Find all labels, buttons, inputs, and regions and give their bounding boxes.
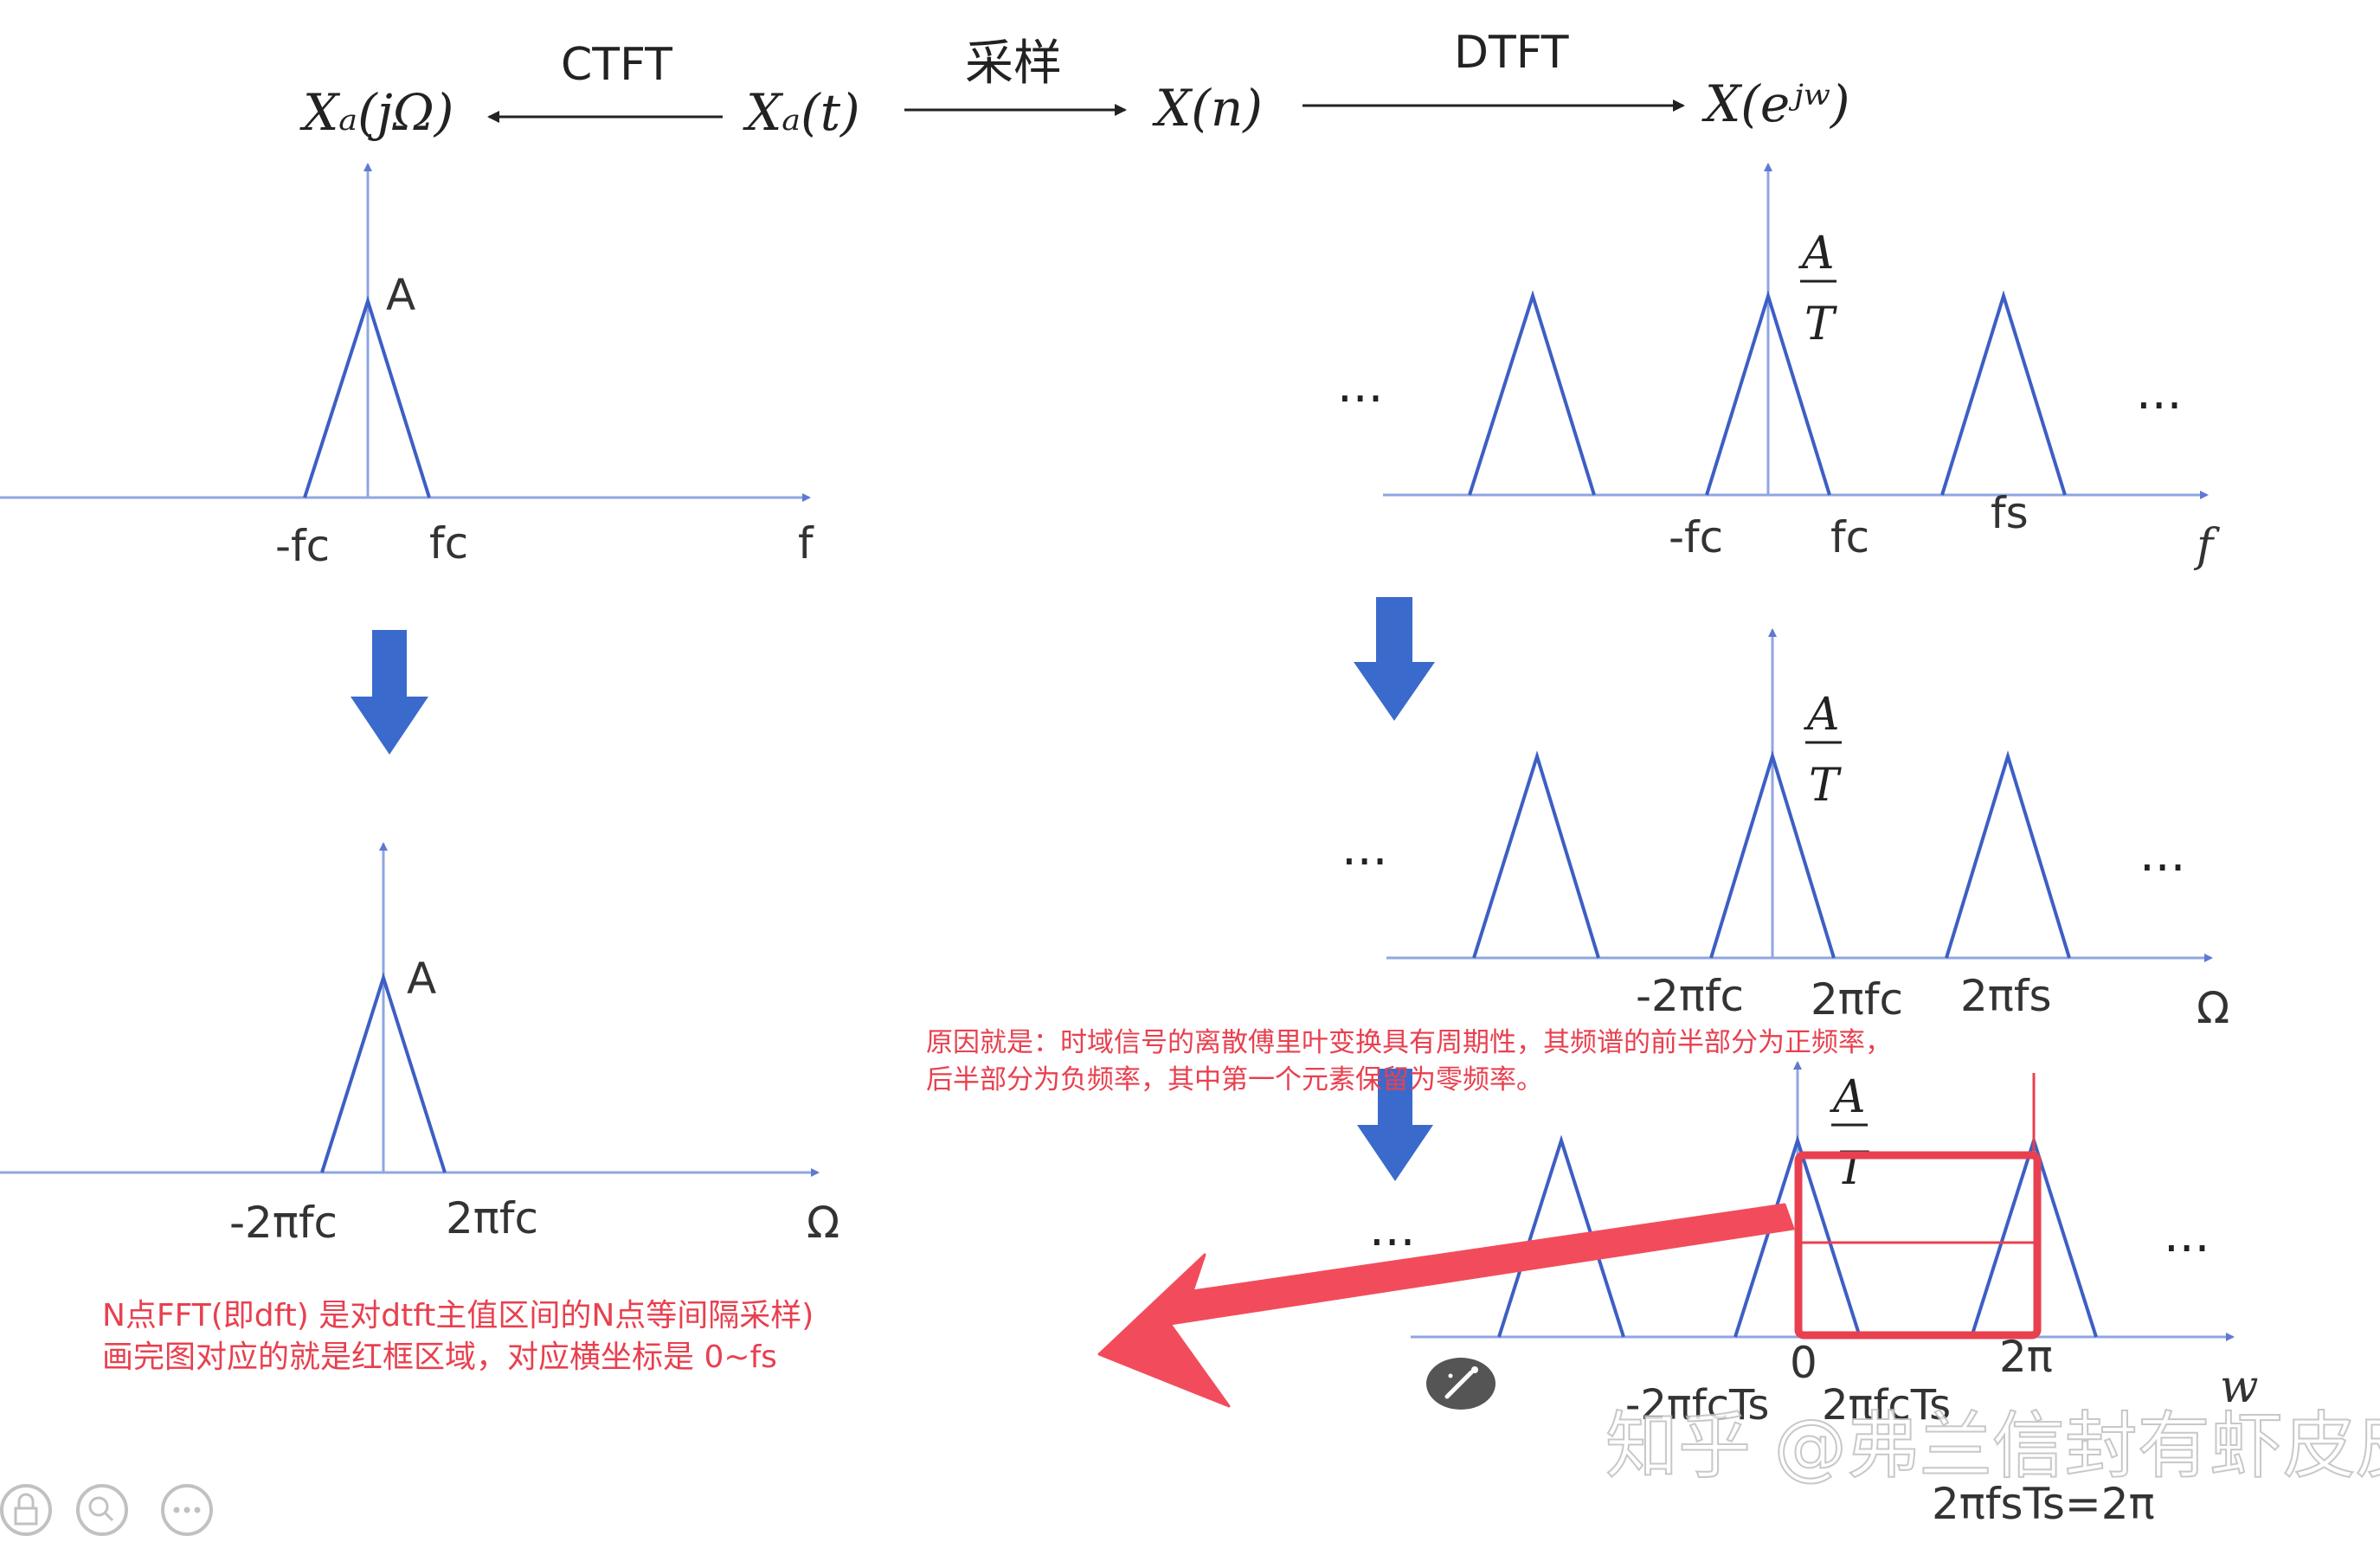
peak-label: A xyxy=(407,954,436,1004)
watermark: 知乎 @弗兰信封有虾皮皮 xyxy=(1605,1404,2380,1488)
spectrum-triangle xyxy=(1472,750,1600,959)
amp-num: A xyxy=(1798,228,1835,279)
axis-f-label: f xyxy=(2193,520,2220,572)
pos-fc-label: fc xyxy=(429,518,468,569)
spectrum-triangle xyxy=(320,972,447,1173)
more-icon[interactable] xyxy=(161,1484,213,1536)
header-x-n: X(n) xyxy=(1152,79,1263,138)
down-arrow-left-icon xyxy=(351,630,428,755)
neg-2pifc-label: -2πfc xyxy=(1636,971,1744,1021)
zoom-icon[interactable] xyxy=(76,1484,128,1536)
reason-text-line1: 原因就是：时域信号的离散傅里叶变换具有周期性，其频谱的前半部分为正频率， xyxy=(926,1027,1892,1058)
header-sampling: 采样 xyxy=(965,35,1062,92)
down-arrow-right2-icon xyxy=(1357,1069,1433,1181)
neg-fc-label: -fc xyxy=(1669,512,1723,562)
pos-2pifc-label: 2πfc xyxy=(1811,974,1903,1025)
spectrum-triangle xyxy=(1734,1134,1862,1338)
magic-wand-icon[interactable] xyxy=(1426,1358,1496,1410)
dots-right: ··· xyxy=(2136,378,2182,434)
axis-w-label: w xyxy=(2220,1361,2259,1413)
dots-right: ··· xyxy=(2139,840,2185,896)
spectrum-triangle xyxy=(1468,290,1596,496)
panel-bottom-right: A T ··· ··· 0 2π w -2πfcTs 2πfcTs 2πfsTs… xyxy=(1369,1061,2259,1529)
pos-fc-label: fc xyxy=(1830,512,1869,562)
spectrum-triangle xyxy=(303,295,431,498)
spectrum-triangle xyxy=(1945,750,2071,959)
amp-num: A xyxy=(1804,689,1840,741)
two-pi-label: 2π xyxy=(1999,1332,2053,1382)
header-xa-jomega: Xₐ(jΩ) xyxy=(299,83,453,142)
header-ctft: CTFT xyxy=(561,39,672,91)
dots-right: ··· xyxy=(2164,1221,2210,1277)
panel-middle-right: A T ··· ··· -2πfc 2πfc 2πfs Ω xyxy=(1341,628,2229,1033)
amp-den: T xyxy=(1836,1143,1869,1195)
panel-bottom-left: A -2πfc 2πfc Ω xyxy=(0,842,839,1248)
header-dtft: DTFT xyxy=(1454,27,1569,79)
down-arrow-right-icon xyxy=(1354,597,1435,721)
pos-2pifc-label: 2πfc xyxy=(446,1193,538,1243)
principal-interval-red-box xyxy=(1794,1151,2042,1340)
header-x-ejw: X(eʲʷ) xyxy=(1701,74,1849,133)
spectrum-triangle xyxy=(1709,750,1836,959)
axis-f-label: f xyxy=(798,518,814,569)
zero-label: 0 xyxy=(1790,1338,1817,1388)
spectrum-triangle xyxy=(1940,290,2067,496)
2pifsts-label: 2πfsTs=2π xyxy=(1932,1479,2155,1529)
panel-top-right: A T ··· ··· -fc fc fs f xyxy=(1337,163,2220,572)
nfft-text-line1: N点FFT(即dft) 是对dtft主值区间的N点等间隔采样) xyxy=(102,1298,814,1333)
peak-label: A xyxy=(386,270,415,320)
neg-fc-label: -fc xyxy=(275,521,330,571)
red-annotation-arrow xyxy=(1097,1203,1795,1408)
2pifs-label: 2πfs xyxy=(1960,971,2052,1021)
dots-left: ··· xyxy=(1341,834,1387,890)
nfft-text-line2: 画完图对应的就是红框区域，对应横坐标是 0~fs xyxy=(102,1340,777,1375)
lock-icon[interactable] xyxy=(0,1484,52,1536)
panel-top-left: A -fc fc f xyxy=(0,163,814,571)
fs-label: fs xyxy=(1991,488,2029,538)
reason-text-line2: 后半部分为负频率，其中第一个元素保留为零频率。 xyxy=(926,1064,1543,1095)
header-xa-t: Xₐ(t) xyxy=(743,83,860,142)
neg-2pifcts-label: -2πfcTs xyxy=(1625,1381,1769,1430)
pos-2pifcts-label: 2πfcTs xyxy=(1822,1381,1951,1430)
spectrum-triangle xyxy=(1705,290,1831,496)
amp-den: T xyxy=(1804,299,1837,350)
amp-den: T xyxy=(1809,760,1842,812)
amp-num: A xyxy=(1830,1071,1866,1123)
axis-omega-label: Ω xyxy=(807,1198,839,1248)
dots-left: ··· xyxy=(1337,371,1383,427)
neg-2pifc-label: -2πfc xyxy=(229,1198,338,1248)
axis-omega-label: Ω xyxy=(2197,983,2229,1033)
